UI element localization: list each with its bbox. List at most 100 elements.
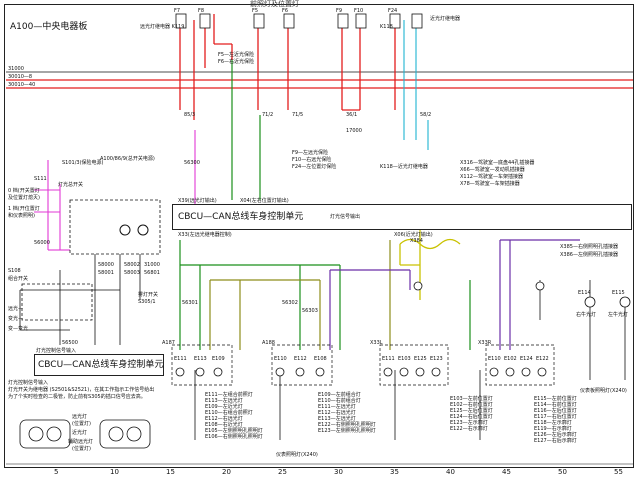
group-x33l: X33L [370,340,383,346]
legend-far-item: E114—右前位置灯 [534,402,577,408]
legend-left-item: E105—左侧照明孔照明灯 [205,428,263,434]
lamp-e111-b: E111 [382,356,395,362]
switch-s108-c: 变—变光 [8,326,29,332]
note-f24a: F24—左位置灯保险 [292,164,337,170]
left-box-line2: 为了个实时检查的二极管，防止前有S305的插口信号应去高。 [8,394,146,400]
wire-tag: 56302 [282,300,298,306]
lamp-e110-a: E110 [274,356,287,362]
green-wires [179,60,471,350]
wire-tag: 56000 [34,240,50,246]
note-f6: F6—右近光保险 [218,59,255,65]
switch-s108-name: 组合开关 [8,276,29,282]
cbcu-x06: X06(近光灯输出) [394,232,433,238]
lamp-e113: E113 [194,356,207,362]
cbcu-x33: X33(左远光继电器控制) [178,232,232,238]
cbcu-x385: X385—右侧照明孔插接器 [560,244,618,250]
wire-tag: 56303 [302,308,318,314]
column-number: 20 [222,468,231,476]
switch-fuse-b: A100/86/9(总开关电源) [100,156,155,162]
wire-tag: 71/5 [292,112,304,118]
column-number: 55 [614,468,623,476]
wire-tag: 85/3 [184,112,196,118]
connector-x78: X78—驾驶室—车架插接器 [460,181,520,187]
legend-left-item: E112—右远光灯 [205,416,243,422]
wire-tag: 31000 [144,262,160,268]
lamp-e102: E102 [504,356,517,362]
switch-opt2: 1 档(开位置灯 [8,206,40,212]
lamp-e123: E123 [430,356,443,362]
legend-left-item: E109—左近光灯 [205,404,243,410]
red-supply-wires [179,14,396,120]
bus-label-30010-8: 30010—8 [8,74,33,80]
connector-x112: X112—驾驶室—车架插接器 [460,174,523,180]
car-label-4: 辅助远光灯 [68,439,94,445]
legend-mid-item: E109—左前组合灯 [318,392,361,398]
fuse-symbols [175,13,423,29]
cbcu-x386: X386—左侧照明孔插接器 [560,252,618,258]
legend-right-item: E122—右示廓灯 [450,426,488,432]
lamp-group-boxes [171,344,555,386]
wire-tag: 17000 [346,128,362,134]
legend-right: E103—左前位置灯 E102—右前位置灯 E125—左后位置灯 E124—右后… [450,396,493,432]
switch-opt2b: 和仪表照明) [8,213,35,219]
lamp-e110-b: E110 [488,356,501,362]
legend-far-item: E126—左后示廓灯 [534,432,577,438]
fuse-f9: F9 [336,8,343,14]
legend-mid-item: E122—右侧照明孔照明灯 [318,422,376,428]
switch-s111-name: 灯光总开关 [58,182,84,188]
switch-warn: 雾灯开关 [138,292,159,298]
wire-tag: 58003 [124,270,140,276]
legend-left-item: E113—左远光灯 [205,398,243,404]
lamp-e108: E108 [314,356,327,362]
cbcu-signal-label: 灯光信号输出 [330,214,361,220]
lamp-e115-desc: 左牛光灯 [608,312,629,318]
right-note: 仪表板照明灯(X240) [580,388,627,394]
cbcu-main-box [172,204,632,230]
legend-mid-item: E113—左远光灯 [318,416,356,422]
cyan-wires [403,20,429,150]
wire-tag: 71/2 [262,112,274,118]
column-number: 5 [54,468,59,476]
switch-fuse-a: S101/3(保险电源) [62,160,104,166]
olive-wires [209,240,391,350]
legend-far-item: E115—左前位置灯 [534,396,577,402]
cbcu-x39: X39(远光灯输出) [178,198,217,204]
wire-tag: 58/2 [420,112,432,118]
cbcu-lower-title: CBCU—CAN总线车身控制单元 [38,360,164,370]
relay-k118-desc: 近光灯继电器 [430,16,461,22]
legend-left-item: E106—右侧照明孔照明灯 [205,434,263,440]
car-label-3: 近光灯 [72,430,88,436]
lamp-e112: E112 [294,356,307,362]
lamp-e109: E109 [212,356,225,362]
column-number: 40 [446,468,455,476]
lamp-e115: E115 [612,290,625,296]
lamp-e103: E103 [398,356,411,362]
switch-knob2-icon [137,224,149,236]
wire-tag: 58002 [124,262,140,268]
group-a187: A187 [162,340,175,346]
legend-far-item: E118—左示廓灯 [534,420,572,426]
headlamp-drawing [19,419,151,449]
relay-k119: 远光灯继电器 K119 [140,24,185,30]
relay-k118: K118 [380,24,393,30]
lamp-e114-desc: 右牛光灯 [576,312,597,318]
switch-opt1b: 及位置灯熄灭) [8,195,40,201]
wire-tag: 56500 [62,340,78,346]
legend-right-item: E123—左示廓灯 [450,420,488,426]
legend-left-item: E110—右组合前照灯 [205,410,253,416]
car-label-5: (位置灯) [72,446,91,452]
column-number: 10 [110,468,119,476]
column-number: 30 [334,468,343,476]
legend-far-item: E117—右后位置灯 [534,414,577,420]
wire-tag: 58000 [98,262,114,268]
group-x33r: X33R [478,340,492,346]
car-label-2: (位置灯) [72,421,91,427]
lamp-e114: E114 [578,290,591,296]
note-f24b: K118—近光灯继电器 [380,164,428,170]
yellow-wires [399,230,461,300]
wire-tag: 58001 [98,270,114,276]
fuse-f6: F6 [282,8,289,14]
wire-tag: 56300 [184,160,200,166]
cbcu-x04: X04(左右位置灯输出) [240,198,289,204]
switch-knob-icon [119,224,131,236]
